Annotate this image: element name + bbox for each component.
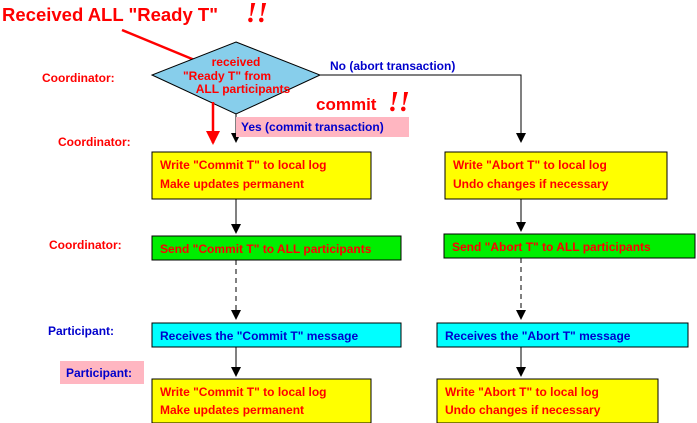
no-branch-label: No (abort transaction) xyxy=(330,59,455,73)
decision-text-line3: ALL participants xyxy=(196,82,291,96)
row-label-coordinator: Coordinator: xyxy=(42,71,115,85)
abort-send-text: Send "Abort T" to ALL participants xyxy=(452,240,651,254)
exclamation-mark: !! xyxy=(388,87,410,118)
commit-local-log-line1: Write "Commit T" to local log xyxy=(160,158,327,172)
yes-branch-label: Yes (commit transaction) xyxy=(241,120,384,134)
received-all-ready-annotation: Received ALL "Ready T" xyxy=(2,4,218,25)
abort-receive-box xyxy=(436,322,689,348)
yes-branch-highlight xyxy=(236,117,409,137)
row-label-coordinator: Coordinator: xyxy=(58,135,131,149)
abort-send-box xyxy=(443,233,696,259)
participant-abort-log-box xyxy=(436,378,659,423)
abort-receive-text: Receives the "Abort T" message xyxy=(445,329,631,343)
commit-local-log-box xyxy=(151,151,372,200)
decision-text-line2: "Ready T" from xyxy=(183,69,271,83)
abort-local-log-box xyxy=(444,151,668,200)
participant-commit-log-box xyxy=(151,378,372,423)
row-label-participant: Participant: xyxy=(66,366,132,380)
commit-local-log-line2: Make updates permanent xyxy=(160,177,304,191)
participant-highlight xyxy=(60,361,144,384)
commit-send-text: Send "Commit T" to ALL participants xyxy=(160,242,372,256)
commit-annotation: commit xyxy=(316,95,377,114)
no-branch-connector xyxy=(320,74,526,143)
row-label-coordinator: Coordinator: xyxy=(49,238,122,252)
abort-local-log-line2: Undo changes if necessary xyxy=(453,177,609,191)
commit-receive-box xyxy=(151,322,402,348)
commit-receive-text: Receives the "Commit T" message xyxy=(160,329,358,343)
exclamation-mark: !! xyxy=(246,0,268,29)
row-label-participant: Participant: xyxy=(48,324,114,338)
participant-commit-log-line2: Make updates permanent xyxy=(160,403,304,417)
decision-text-line1: received xyxy=(212,55,261,69)
participant-abort-log-line2: Undo changes if necessary xyxy=(445,403,601,417)
participant-abort-log-line1: Write "Abort T" to local log xyxy=(445,385,599,399)
participant-commit-log-line1: Write "Commit T" to local log xyxy=(160,385,327,399)
abort-local-log-line1: Write "Abort T" to local log xyxy=(453,158,607,172)
commit-send-box xyxy=(151,235,402,261)
